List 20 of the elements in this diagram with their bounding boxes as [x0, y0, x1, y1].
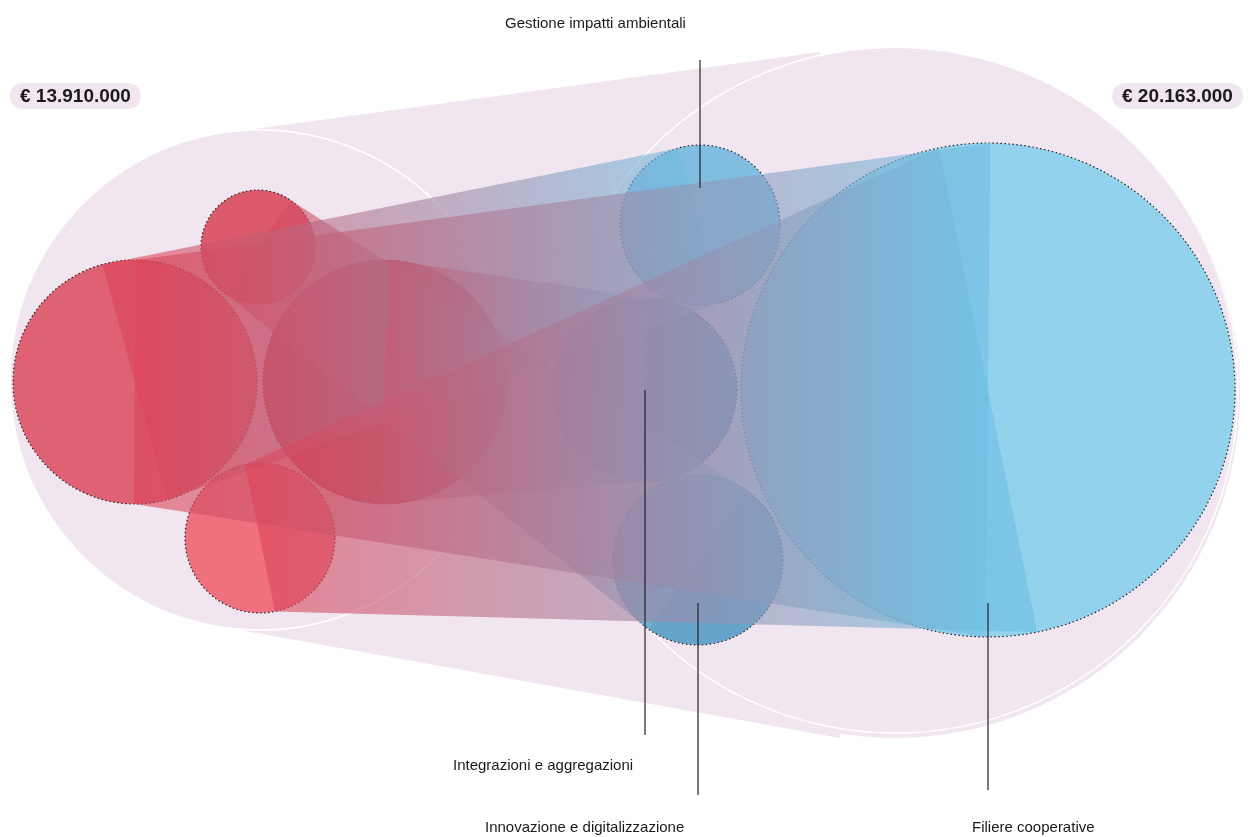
- leader-line: [987, 602, 989, 791]
- flow-ribbon: [245, 148, 1038, 632]
- bubble-circle: [184, 462, 336, 614]
- bubble-circle: [740, 142, 1236, 638]
- category-label: Innovazione e digitalizzazione: [485, 818, 685, 835]
- amount-label: € 20.163.000: [1112, 83, 1243, 109]
- bubble-circle: [612, 474, 784, 646]
- bubble-circle: [200, 189, 316, 305]
- category-label: Gestione impatti ambientali: [505, 14, 686, 31]
- category-label: Filiere cooperative: [972, 818, 1095, 835]
- bubble-circle: [619, 144, 781, 306]
- bubble-circle: [12, 259, 258, 505]
- bubble-circle: [262, 259, 508, 505]
- amount-label: € 13.910.000: [10, 83, 141, 109]
- leader-line: [697, 602, 699, 796]
- flow-ribbon: [133, 143, 991, 637]
- leader-line: [699, 59, 701, 189]
- leader-line: [644, 389, 646, 736]
- bubble-circle: [552, 297, 738, 483]
- category-label: Integrazioni e aggregazioni: [453, 756, 634, 773]
